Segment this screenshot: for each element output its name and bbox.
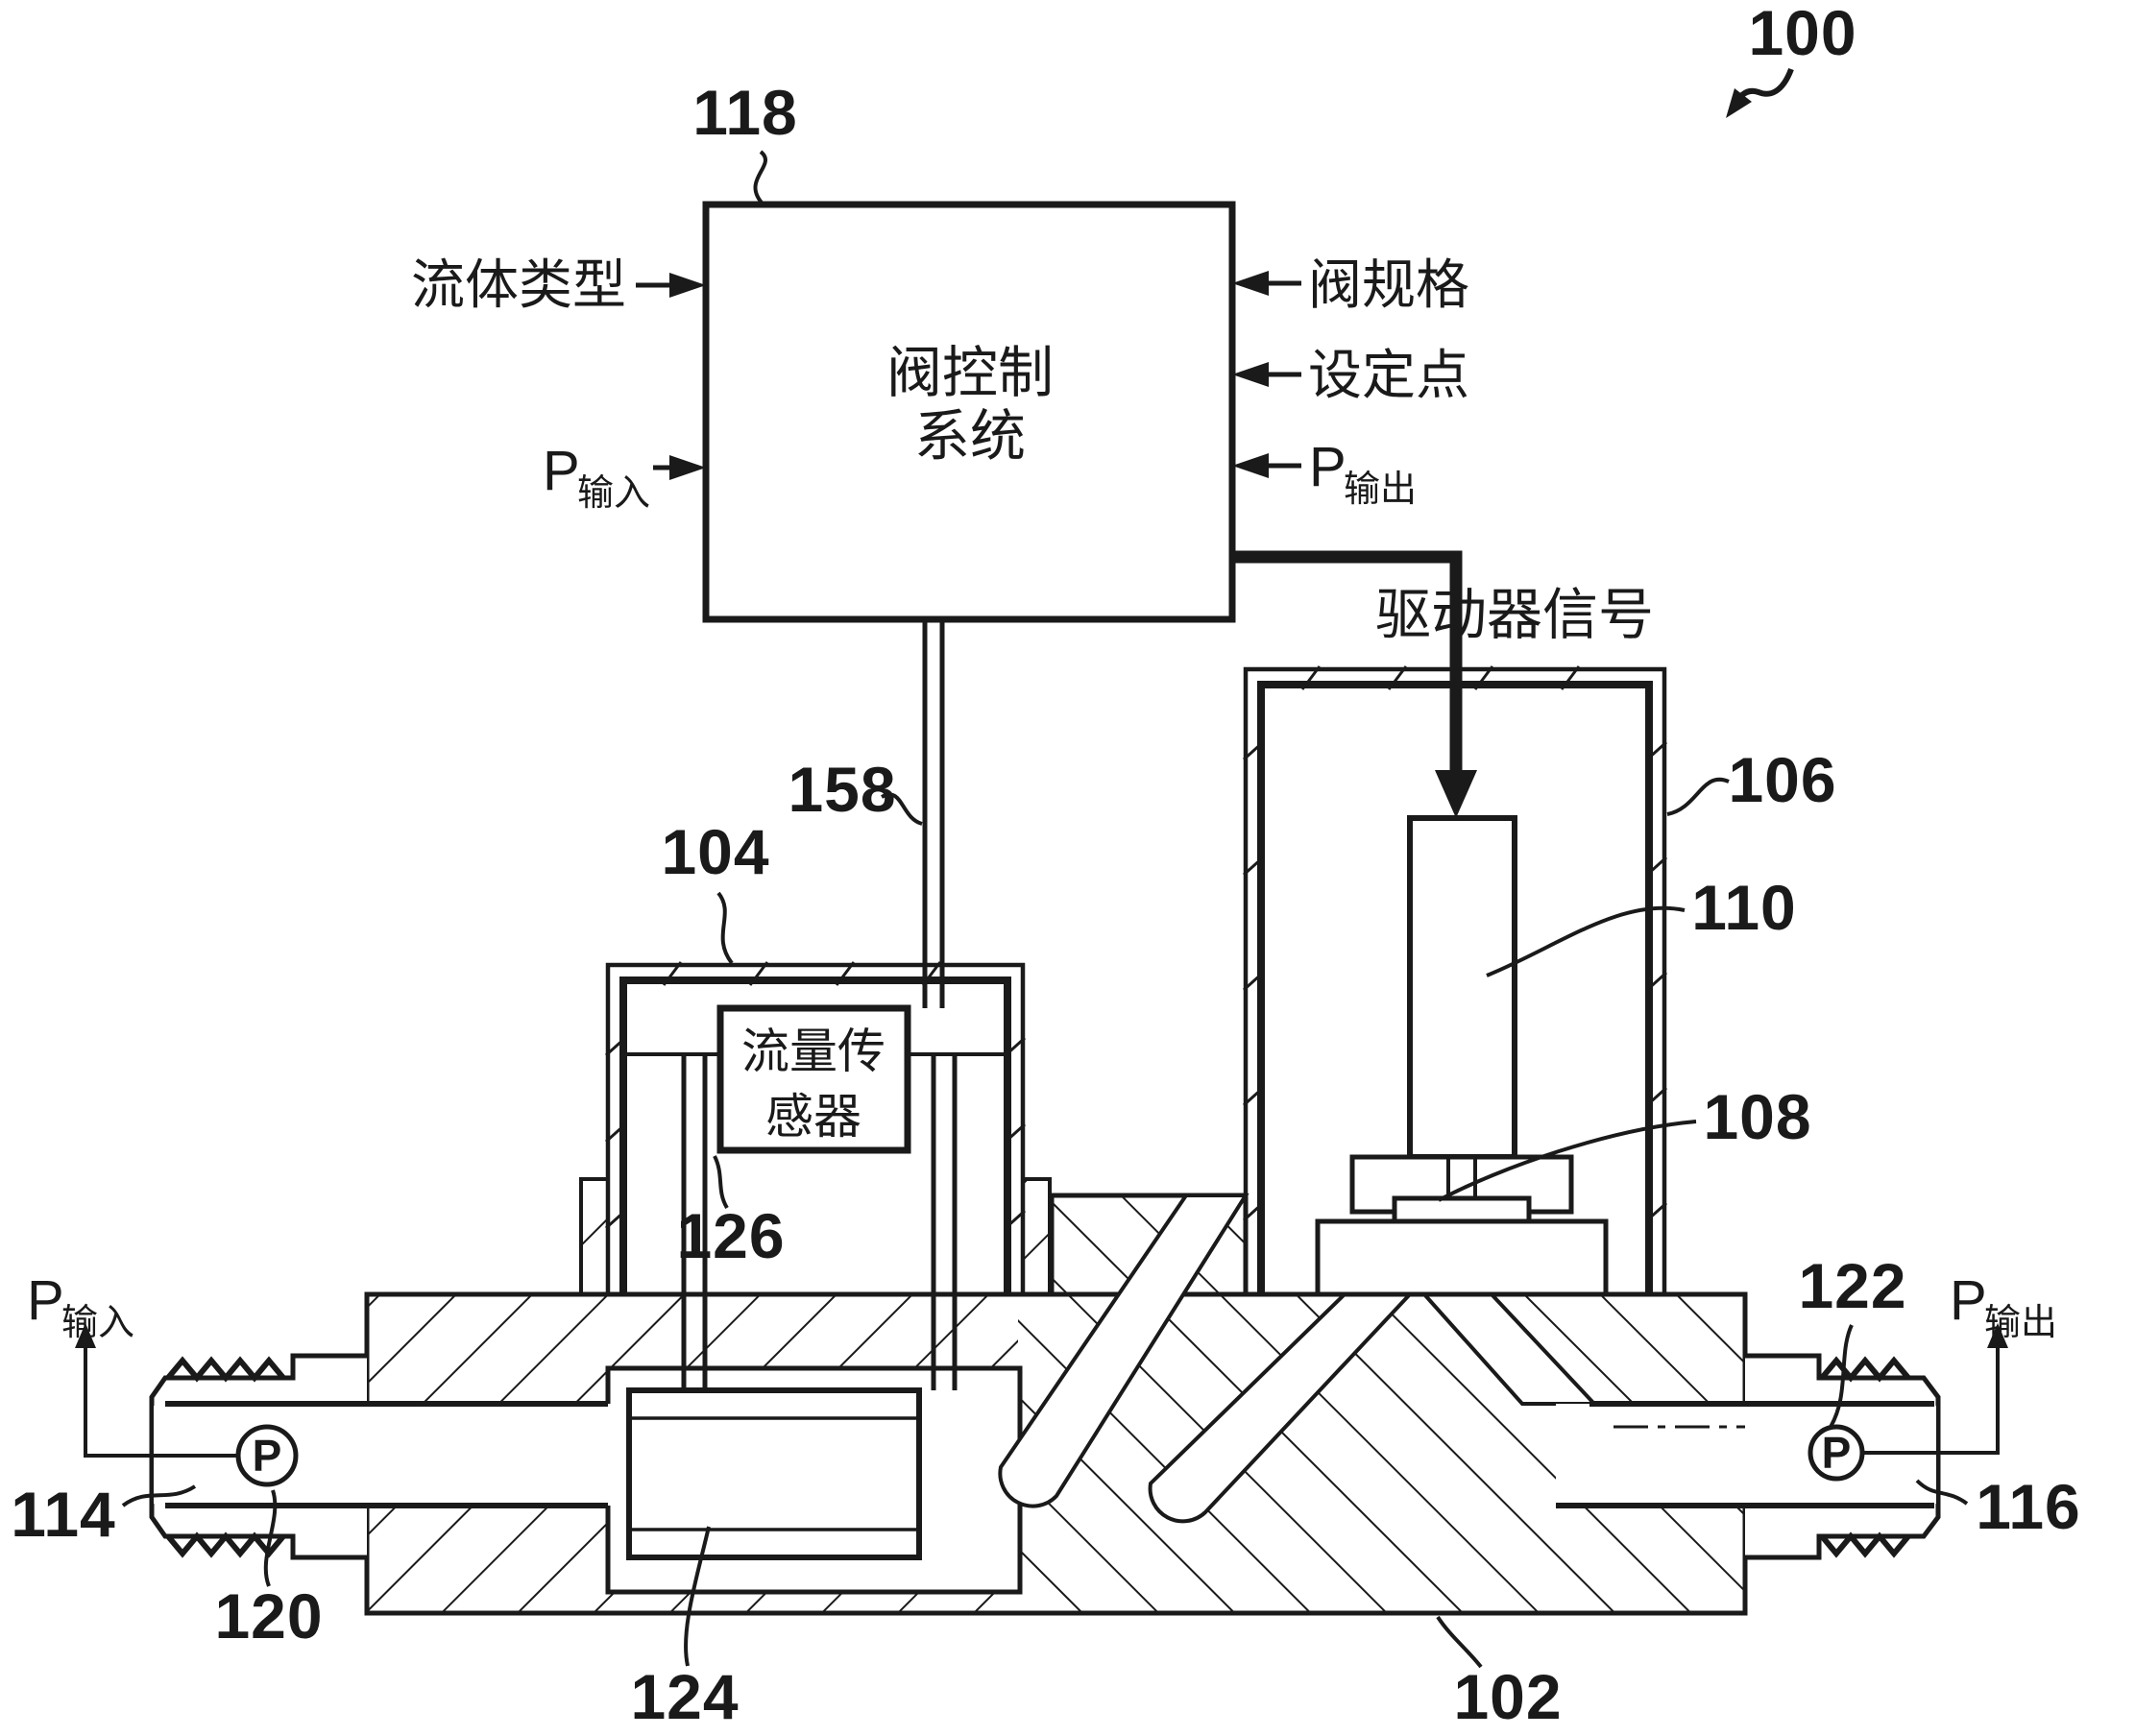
fluid-type-arrowhead-icon xyxy=(669,273,706,298)
ref-116: 116 xyxy=(1976,1471,2080,1542)
outlet-port-label-main: P xyxy=(1950,1269,1987,1332)
leader-120 xyxy=(263,1489,278,1587)
outlet-port-arrowhead-icon xyxy=(1987,1323,2008,1348)
sensor-housing-foot-right xyxy=(1021,1177,1052,1296)
ref-124: 124 xyxy=(630,1661,739,1732)
ref-100: 100 xyxy=(1748,0,1856,68)
ref-108: 108 xyxy=(1703,1081,1811,1152)
flow-sensor-outline xyxy=(716,1004,911,1154)
p-in-arrowhead-icon xyxy=(669,455,706,480)
outlet-port-label-sub: 输出 xyxy=(1984,1303,2057,1343)
sensor-housing-wall-ticks xyxy=(604,961,1027,1230)
leader-118 xyxy=(753,150,767,205)
p-out-arrowhead-icon xyxy=(1232,453,1269,478)
leader-158 xyxy=(881,792,923,826)
leader-114 xyxy=(121,1484,197,1507)
outlet-gauge-letter: P xyxy=(1822,1428,1852,1478)
inlet-gauge-letter: P xyxy=(253,1431,282,1481)
leader-116 xyxy=(1915,1479,1969,1506)
sensor-housing xyxy=(604,961,1027,1294)
actuator-housing-wall-ticks xyxy=(1242,665,1668,1222)
sensor-housing-outer xyxy=(605,962,1026,1294)
outlet-gauge-connector xyxy=(1862,1346,2000,1455)
ref-104: 104 xyxy=(661,816,769,887)
seat-base xyxy=(1315,1218,1609,1297)
driver-signal-arrowhead-icon xyxy=(1435,770,1477,818)
leader-102 xyxy=(1436,1615,1483,1669)
inlet-gauge-icon xyxy=(235,1424,299,1487)
p-in-input-main: P xyxy=(543,440,580,502)
ref-122: 122 xyxy=(1798,1250,1906,1321)
inlet-gauge-connector xyxy=(84,1346,238,1458)
outlet-threads-top xyxy=(1819,1356,1911,1383)
controller-left-inputs: 流体类型 P 输入 xyxy=(411,254,706,514)
inlet-port-label-sub: 输入 xyxy=(61,1303,134,1343)
ref-120: 120 xyxy=(214,1580,323,1652)
ref-126: 126 xyxy=(676,1200,785,1271)
bypass-outer xyxy=(626,1387,922,1560)
fluid-type-label: 流体类型 xyxy=(411,254,626,315)
ref-114: 114 xyxy=(11,1479,115,1550)
flow-sensor-label-line1: 流量传 xyxy=(741,1025,886,1078)
controller-box xyxy=(702,201,1236,623)
driver-signal-line xyxy=(1232,550,1463,774)
driver-signal-label: 驱动器信号 xyxy=(1375,584,1654,646)
setpoint-arrowhead-icon xyxy=(1232,362,1269,387)
inlet-threads-top xyxy=(165,1356,286,1383)
ref-110: 110 xyxy=(1691,872,1796,943)
leader-104 xyxy=(716,891,734,965)
leader-126 xyxy=(713,1155,729,1210)
outlet-pressure-sensor: P P 输出 xyxy=(1807,1269,2057,1482)
controller-label-line2: 系统 xyxy=(914,405,1026,468)
reference-labels: 100 118 104 158 106 110 108 126 124 102 … xyxy=(11,0,2080,1732)
inlet-threads-bottom xyxy=(165,1531,286,1558)
controller-label-line1: 阀控制 xyxy=(886,342,1054,404)
slant-channel-left xyxy=(998,1194,1249,1508)
sensor-housing-inner xyxy=(619,976,1011,1294)
controller: 阀控制 系统 xyxy=(702,201,1236,623)
setpoint-label: 设定点 xyxy=(1308,345,1469,405)
sensor-housing-foot-left xyxy=(579,1177,610,1296)
inlet-pressure-sensor: P P 输入 xyxy=(27,1269,299,1487)
ref-106: 106 xyxy=(1728,744,1836,815)
ref-158: 158 xyxy=(788,754,896,825)
flow-sensor-box: 流量传 感器 xyxy=(716,1004,911,1154)
outlet-gauge-icon xyxy=(1807,1424,1865,1482)
valve-spec-label: 阀规格 xyxy=(1308,254,1469,315)
driver-signal-path: 驱动器信号 xyxy=(1232,550,1654,818)
leader-122 xyxy=(1829,1324,1854,1429)
actuator-assembly xyxy=(1315,815,1609,1297)
leader-124 xyxy=(684,1526,711,1667)
sensor-wiring xyxy=(922,619,945,1008)
p-out-input-sub: 输出 xyxy=(1344,470,1417,510)
ref-100-arrowhead-icon xyxy=(1726,88,1752,118)
p-out-input-main: P xyxy=(1309,436,1347,498)
ref-118: 118 xyxy=(692,77,797,148)
leader-110 xyxy=(1486,905,1686,977)
actuator-stem xyxy=(1407,815,1517,1160)
bypass-tube xyxy=(626,1387,922,1560)
inlet-port-arrowhead-icon xyxy=(75,1323,96,1348)
flow-sensor-label-line2: 感器 xyxy=(765,1090,861,1144)
sensor-tube-legs xyxy=(623,1052,1007,1390)
leader-106 xyxy=(1666,777,1730,816)
p-in-input-sub: 输入 xyxy=(577,473,650,514)
controller-right-inputs: 阀规格 设定点 P 输出 xyxy=(1232,254,1469,510)
inlet-port-label-main: P xyxy=(27,1269,64,1332)
slant-channel-center xyxy=(1148,1292,1415,1524)
outlet-threads-bottom xyxy=(1819,1531,1911,1558)
valve-spec-arrowhead-icon xyxy=(1232,271,1269,296)
ref-102: 102 xyxy=(1453,1661,1562,1732)
leader-108 xyxy=(1438,1120,1697,1202)
seat-plate xyxy=(1392,1195,1532,1224)
